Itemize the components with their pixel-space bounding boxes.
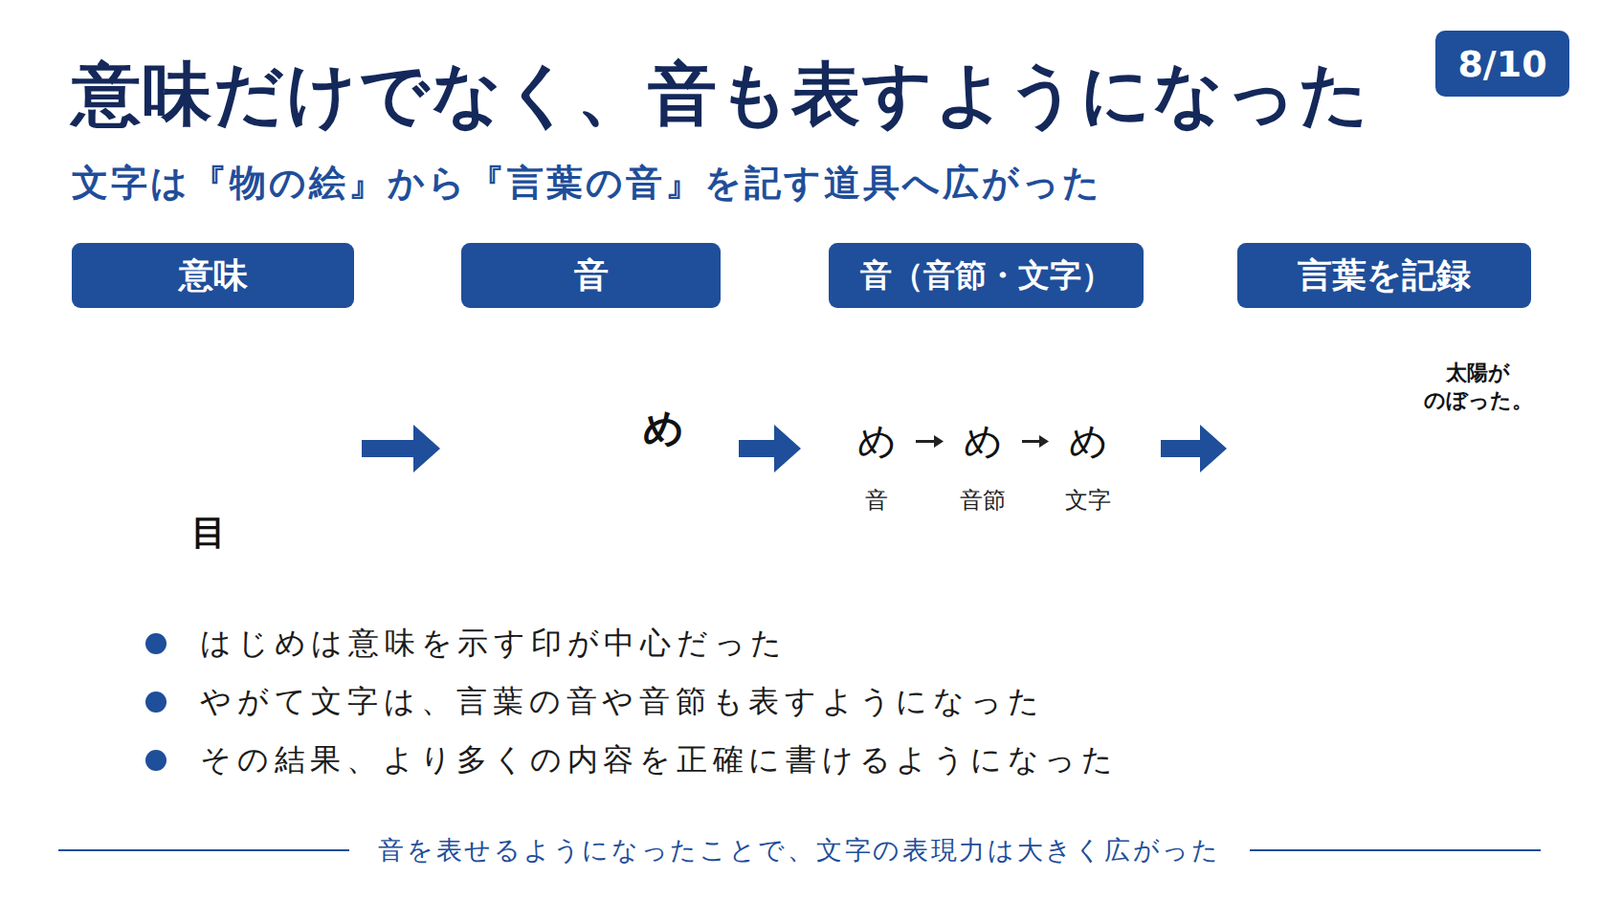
kana-text: め: [963, 415, 1003, 468]
header-text: 言葉を記録: [1297, 252, 1471, 300]
box-caption: 文字: [1024, 485, 1152, 516]
head: [1310, 354, 1362, 420]
robe-trim: [1311, 438, 1355, 469]
kana-text: め: [857, 415, 897, 468]
bullet-text: やがて文字は、言葉の音や音節も表すようになった: [200, 681, 1045, 724]
bubble-tail: [615, 455, 649, 481]
headband: [1310, 362, 1362, 368]
hair: [1308, 348, 1364, 383]
flow-arrow: [1160, 424, 1227, 473]
header-text: 音: [574, 252, 609, 300]
flow-arrow: [361, 424, 441, 473]
header-text: 意味: [178, 252, 248, 300]
table-top: [1317, 478, 1473, 494]
summary-panel: はじめは意味を示す印が中心だったやがて文字は、言葉の音や音節も表すようになったそ…: [102, 597, 1495, 803]
table-legs: [1329, 493, 1464, 559]
text-holder: め: [621, 403, 706, 454]
text-holder: 音: [813, 485, 940, 516]
stage-header: 意味: [71, 243, 355, 309]
ear: [533, 418, 554, 447]
stage-header: 音（音節・文字）: [828, 243, 1144, 309]
paper-marks: [1355, 464, 1449, 487]
text-holder: め: [1053, 405, 1123, 478]
wall: [1237, 243, 1554, 588]
kana-text: め: [1068, 415, 1109, 468]
speech-text: め: [643, 402, 685, 456]
eye-pupil: [197, 426, 221, 450]
caption: 音を表せるようになったことで、文字の表現力は大きく広がった: [377, 833, 1221, 868]
jar-small: [1433, 417, 1476, 473]
small-arrow: [1022, 435, 1049, 448]
neck: [541, 482, 584, 540]
kana-box: め音: [842, 405, 912, 478]
flow-arrow: [738, 424, 801, 473]
text-holder: 文字: [1024, 485, 1152, 516]
paper: [1336, 459, 1466, 492]
arm: [1354, 455, 1399, 477]
title: 意味だけでなく、音も表すようになった: [71, 52, 1372, 135]
bullet-row: その結果、より多くの内容を正確に書けるようになった: [102, 731, 1495, 790]
stage-circle: [1244, 314, 1512, 583]
text-holder: め: [842, 405, 912, 478]
bullet-row: やがて文字は、言葉の音や音節も表すようになった: [102, 672, 1495, 732]
box-caption: 音: [813, 485, 940, 516]
eye: [600, 392, 607, 404]
bullet-dot: [145, 633, 167, 655]
hair: [501, 327, 624, 456]
header-text: 音（音節・文字）: [860, 254, 1113, 298]
text-holder: 太陽が のぼった。: [1412, 346, 1544, 429]
subtitle: 文字は『物の絵』から『言葉の音』を記す道具へ広がった: [71, 161, 1103, 206]
hand: [1391, 468, 1409, 487]
beard: [1319, 396, 1362, 435]
speech-text: 太陽が のぼった。: [1422, 359, 1535, 415]
bubble-join: [633, 457, 645, 466]
small-arrow: [915, 435, 944, 448]
bullet-text: その結果、より多くの内容を正確に書けるようになった: [200, 739, 1119, 782]
mouth: [608, 454, 621, 467]
bubble-tail: [1398, 411, 1441, 427]
caption-rule: [1249, 849, 1541, 852]
stage-header: 言葉を記録: [1237, 243, 1532, 309]
caption-rule: [58, 849, 350, 852]
floor: [1237, 520, 1554, 588]
bullet-dot: [145, 691, 167, 713]
text-holder: め: [948, 405, 1018, 478]
robe: [1250, 436, 1381, 588]
bullet-row: はじめは意味を示す印が中心だった: [102, 614, 1495, 673]
box-caption: 音節: [919, 485, 1046, 516]
speech-bubble: [1412, 346, 1544, 429]
bubble-join: [1422, 417, 1437, 427]
speech-bubble: [620, 385, 707, 472]
bullet-dot: [145, 750, 167, 772]
text-holder: 目: [160, 511, 257, 556]
stage-header: 音: [461, 243, 721, 309]
icon-label: 目: [191, 511, 226, 556]
page-number: 8/10: [1457, 43, 1547, 86]
stage-column: 意味目: [71, 243, 355, 582]
stage-column: 音（音節・文字）め音め音節め文字: [818, 243, 1144, 582]
stage-column: 言葉を記録太陽が のぼった。: [1237, 243, 1549, 582]
text-holder: 音節: [919, 485, 1046, 516]
eye-outline: [130, 401, 288, 475]
page-badge: 8/10: [1435, 30, 1570, 97]
kana-box: め音節: [948, 405, 1018, 478]
shirt: [474, 524, 645, 588]
eye-iris: [174, 403, 244, 473]
caption-row: 音を表せるようになったことで、文字の表現力は大きく広がった: [58, 831, 1541, 870]
bullet-text: はじめは意味を示す印が中心だった: [200, 622, 788, 666]
face: [516, 333, 637, 496]
stage-column: 音め: [457, 243, 722, 582]
kana-box: め文字: [1053, 405, 1123, 478]
stylus: [1396, 459, 1416, 487]
bullet-list: はじめは意味を示す印が中心だったやがて文字は、言葉の音や音節も表すようになったそ…: [102, 614, 1495, 790]
